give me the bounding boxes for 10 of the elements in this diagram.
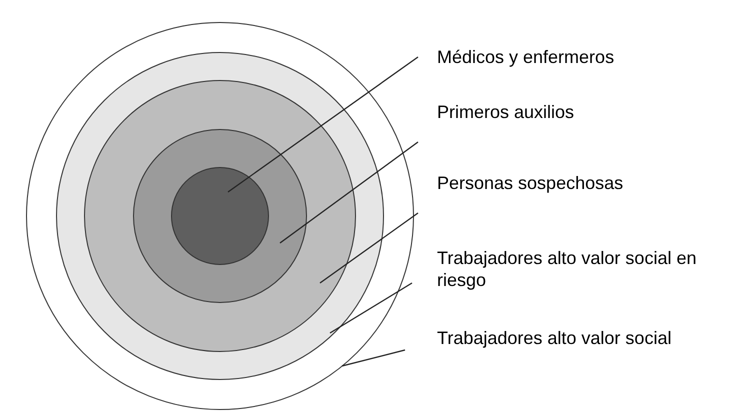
ring-label: Trabajadores alto valor social bbox=[405, 324, 712, 352]
ring-label: Trabajadores alto valor social en riesgo bbox=[412, 244, 712, 291]
ring-label: Médicos y enfermeros bbox=[418, 43, 712, 71]
leader-line bbox=[280, 142, 418, 244]
leader-line bbox=[320, 212, 418, 284]
ring-label: Personas sospechosas bbox=[418, 169, 712, 213]
ring-label: Primeros auxilios bbox=[418, 98, 712, 142]
leader-line bbox=[228, 56, 418, 192]
leader-line bbox=[342, 349, 406, 367]
leader-line bbox=[330, 282, 412, 334]
